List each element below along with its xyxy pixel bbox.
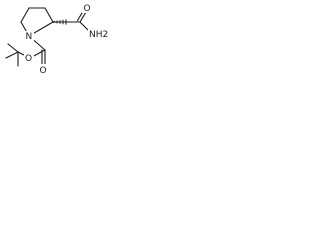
ring-bond-c5-c6 bbox=[20, 7, 30, 23]
label-bg-carbonyl-o bbox=[38, 64, 48, 74]
label-bg-ester-o bbox=[24, 52, 34, 62]
bond-amide-c-o-1 bbox=[79, 11, 87, 23]
label-bg-amide-o bbox=[82, 3, 92, 13]
atom-label-ring-n: N bbox=[26, 32, 33, 42]
ring-bond-c3-c4 bbox=[44, 7, 54, 23]
boc-group bbox=[5, 35, 46, 67]
atom-label-carbonyl-o: O bbox=[40, 66, 47, 76]
bond-tbutyl-methyl-2 bbox=[5, 51, 19, 59]
atom-label-ester-o: O bbox=[25, 54, 32, 64]
stereo-hash-wedge bbox=[53, 19, 67, 25]
label-bg-ring-n bbox=[24, 31, 34, 41]
label-bg-amide-n bbox=[88, 28, 113, 38]
atom-label-amide-nh2: NH2 bbox=[89, 30, 108, 40]
bond-tbutyl-methyl-1 bbox=[7, 43, 19, 53]
chemical-structure-diagram: N O NH2 O O bbox=[5, 3, 113, 76]
atom-label-amide-o: O bbox=[84, 4, 91, 14]
